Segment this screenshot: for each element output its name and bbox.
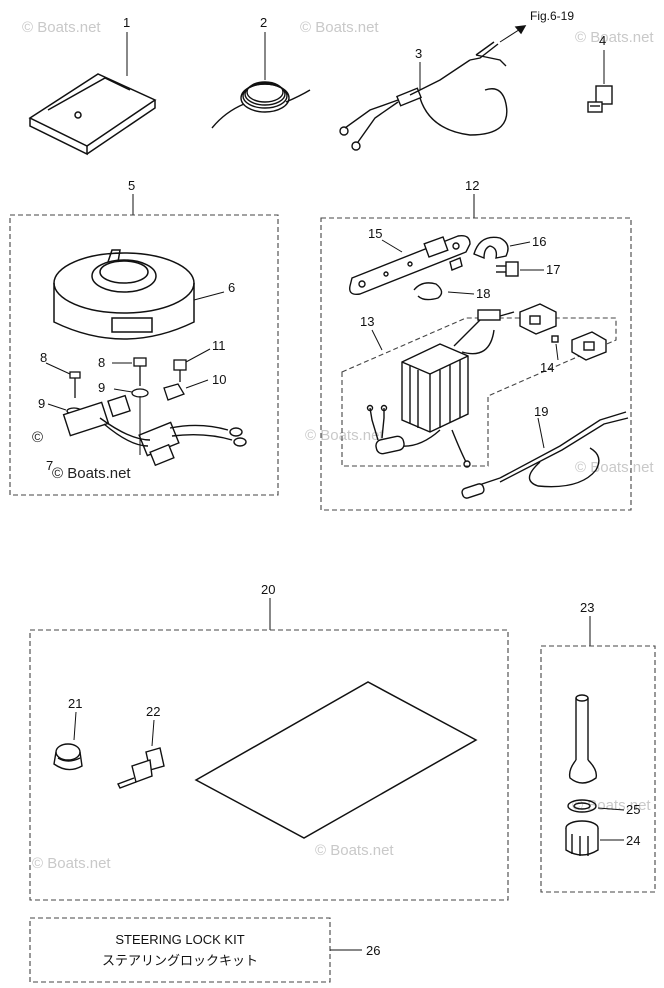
callout-19: 19 [534,404,548,419]
watermark-1: © Boats.net [22,19,101,36]
part-11-screw [173,348,211,382]
part-8-screw-left [45,362,81,398]
callout-6: 6 [228,280,235,295]
callout-21: 21 [68,696,82,711]
callout-9b: 9 [98,380,105,395]
steering-lock-kit-box [29,917,362,983]
callout-23: 23 [580,600,594,615]
steering-lock-kit-title-jp: ステアリングロックキット [102,954,258,969]
part-16-clamp [473,236,531,260]
callout-9a: 9 [38,396,45,411]
watermark-dark-b: © Boats.net [52,465,131,482]
watermark-6: © Boats.net [32,855,111,872]
callout-8b: 8 [98,355,105,370]
callout-5: 5 [128,178,135,193]
callout-3: 3 [415,46,422,61]
part-14-coupler [519,303,607,361]
part-2-wire-coil [211,32,311,129]
part-23-valve-stem [568,694,598,784]
group-23-box [540,616,656,893]
part-1-tool-pouch [28,32,157,156]
watermark-4: © Boats.net [305,427,384,444]
cross-reference-fig: Fig.6-19 [530,9,574,23]
callout-22: 22 [146,704,160,719]
callout-2: 2 [260,15,267,30]
callout-11: 11 [212,338,226,353]
callout-24: 24 [626,833,640,848]
part-19-lead-wire [461,411,629,499]
part-4-stud [587,50,613,113]
callout-18: 18 [476,286,490,301]
watermark-5: © Boats.net [575,459,654,476]
part-8-screw-center [112,357,147,386]
part-7-pulser-coil [62,394,247,467]
callout-20: 20 [261,582,275,597]
callout-7: 7 [46,458,53,473]
part-10-clamp [163,379,209,401]
callout-17: 17 [546,262,560,277]
callout-12: 12 [465,178,479,193]
callout-13: 13 [360,314,374,329]
callout-25: 25 [626,802,640,817]
callout-26: 26 [366,943,380,958]
watermark-2: © Boats.net [300,19,379,36]
part-20-gasket-sheet [194,681,478,839]
part-25-o-ring [567,799,625,813]
part-22-valve [117,719,165,789]
steering-lock-kit-title: STEERING LOCK KIT [115,932,244,947]
callout-8a: 8 [40,350,47,365]
watermark-dark-a: © [32,429,43,446]
part-3-wire-harness [339,25,527,151]
group-20-box [29,598,509,901]
callout-10: 10 [212,372,226,387]
callout-15: 15 [368,226,382,241]
part-24-nut [565,820,624,856]
callout-1: 1 [123,15,130,30]
callout-4: 4 [599,33,606,48]
callout-14: 14 [540,360,554,375]
part-21-plug [53,711,83,771]
part-9-washer-center [113,388,149,398]
group-12-box [320,194,632,511]
part-13-rectifier [366,309,515,468]
part-17-bolt [496,261,544,277]
part-18-clip [413,282,475,301]
part-6-stator-base [53,249,225,340]
watermark-3: © Boats.net [575,29,654,46]
group-5-box [9,194,279,496]
watermark-7: © Boats.net [315,842,394,859]
part-15-bracket [349,234,471,296]
callout-16: 16 [532,234,546,249]
